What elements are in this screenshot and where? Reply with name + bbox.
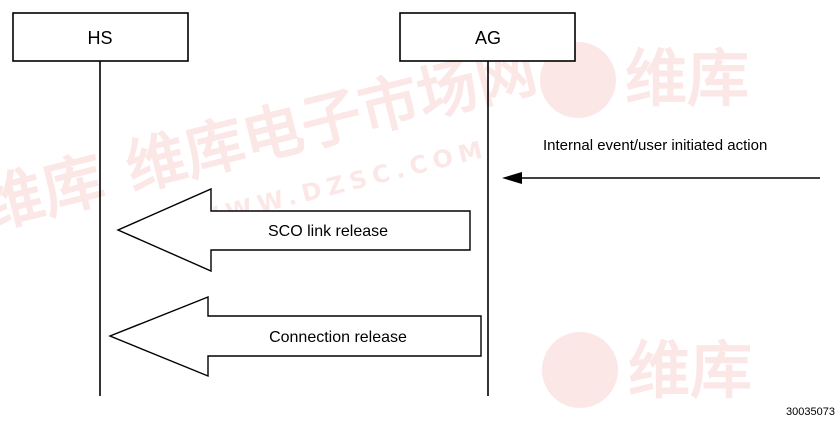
hs-lifeline-label: HS <box>87 28 112 48</box>
internal-event-arrowhead <box>502 172 522 184</box>
sco-link-release-label: SCO link release <box>268 223 388 240</box>
connection-release-label: Connection release <box>269 329 407 346</box>
hs-lifeline-box <box>12 12 189 62</box>
internal-event-label: Internal event/user initiated action <box>543 137 767 154</box>
watermark-logo-text: 维库 <box>625 42 749 115</box>
connection-release-arrow <box>108 295 482 378</box>
watermark-text-left: 维库 <box>0 142 112 243</box>
figure-id: 30035073 <box>786 406 835 418</box>
watermark-logo-circle-lower <box>542 332 618 408</box>
ag-lifeline-box <box>399 12 576 62</box>
sco-link-release-arrow <box>116 187 471 273</box>
watermark-logo-text-lower: 维库 <box>628 334 752 407</box>
ag-lifeline-label: AG <box>475 28 501 48</box>
